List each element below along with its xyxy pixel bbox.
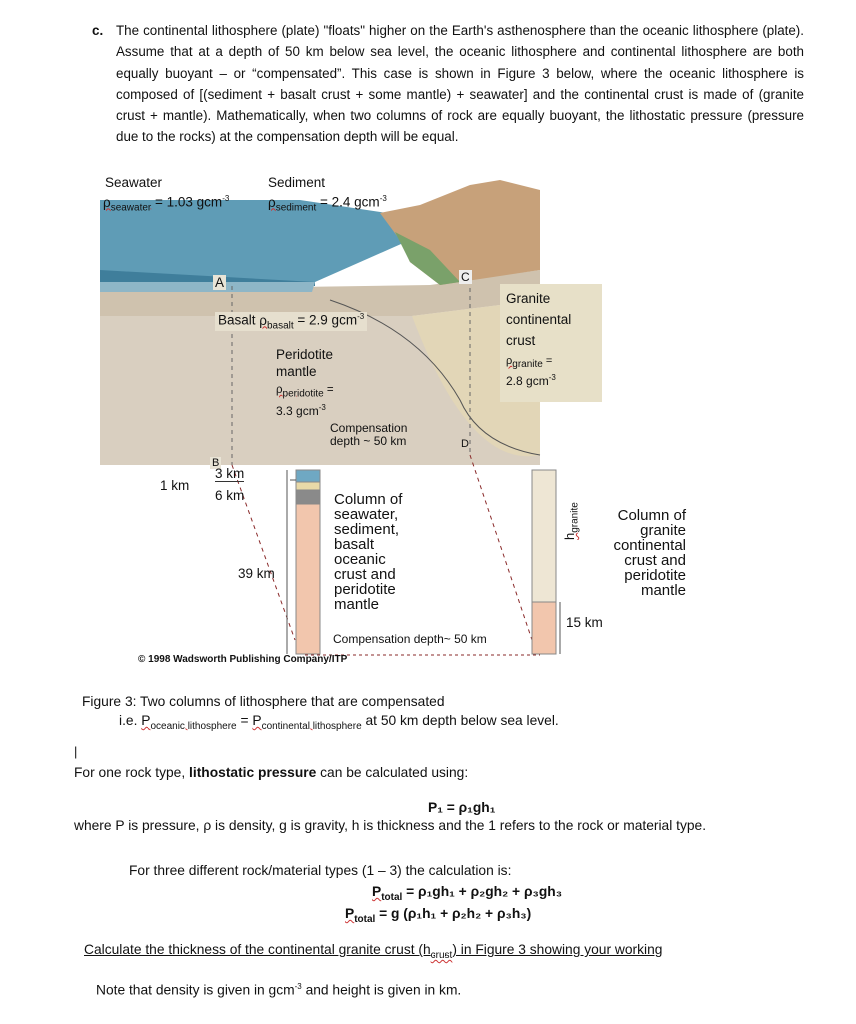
sediment-title: Sediment <box>268 175 326 190</box>
copyright: © 1998 Wadsworth Publishing Company/ITP <box>138 654 348 665</box>
intro-paragraph: c. The continental lithosphere (plate) "… <box>92 20 804 148</box>
h-granite-label: hgranite <box>562 502 581 540</box>
granite-label: Granite continental crust ρgranite = 2.8… <box>500 284 602 402</box>
seawater-title: Seawater <box>105 175 163 190</box>
formula-total-1: Ptotal = ρ₁gh₁ + ρ₂gh₂ + ρ₃gh₃ <box>372 884 563 903</box>
item-label: c. <box>92 23 104 38</box>
label-1km: 1 km <box>160 478 190 493</box>
formula-total-2: Ptotal = g (ρ₁h₁ + ρ₂h₂ + ρ₃h₃) <box>345 906 532 925</box>
label-39km: 39 km <box>238 566 275 581</box>
label-c: C <box>459 270 472 284</box>
intro-text: The continental lithosphere (plate) "flo… <box>116 23 804 145</box>
label-3km: 3 km <box>215 466 245 482</box>
compensation-depth-bottom: Compensation depth~ 50 km <box>333 632 487 646</box>
rho-seawater: ρseawater <box>103 194 152 214</box>
label-d: D <box>461 438 469 450</box>
lithostatic-intro: For one rock type, lithostatic pressure … <box>74 765 469 780</box>
units-note: Note that density is given in gcm-3 and … <box>96 982 462 998</box>
three-materials-text: For three different rock/material types … <box>129 863 512 878</box>
basalt-label: Basalt ρbasalt = 2.9 gcm-3 <box>215 312 368 332</box>
figure-3: Seawater ρseawater = 1.03 gcm-3 Sediment… <box>0 160 856 680</box>
label-6km: 6 km <box>215 488 245 503</box>
sediment-density: ρsediment = 2.4 gcm-3 <box>268 194 387 214</box>
seawater-density: ρseawater = 1.03 gcm-3 <box>103 194 230 214</box>
lithosphere-diagram <box>100 180 561 656</box>
peridotite-label: Peridotite mantle ρperidotite = 3.3 gcm-… <box>276 347 334 419</box>
compensation-depth-label: Compensation depth ~ 50 km <box>330 421 408 448</box>
text-cursor: | <box>74 744 78 759</box>
label-a: A <box>213 275 227 290</box>
label-15km: 15 km <box>566 615 603 630</box>
calculate-instruction: Calculate the thickness of the continent… <box>84 942 663 961</box>
figure-caption: Figure 3: Two columns of lithosphere tha… <box>82 694 445 709</box>
figure-caption-equation: i.e. Poceanic lithosphere = Pcontinental… <box>119 713 559 732</box>
where-definition: where P is pressure, ρ is density, g is … <box>74 818 707 833</box>
label-b: B <box>210 457 222 469</box>
formula-single: P₁ = ρ₁gh₁ <box>428 800 496 815</box>
